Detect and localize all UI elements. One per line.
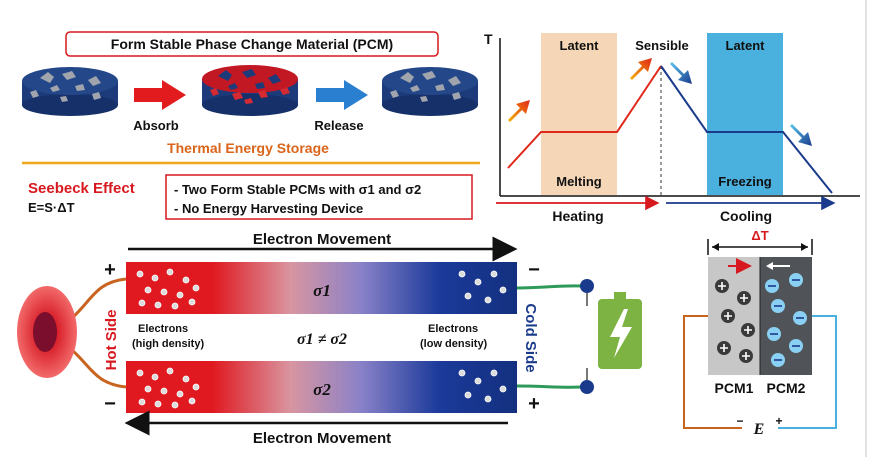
phase-label-melting: Melting xyxy=(556,174,602,189)
cooling-curve xyxy=(660,65,833,194)
electron-dots-cold-top xyxy=(458,270,507,304)
region-label-latent-1: Latent xyxy=(560,38,600,53)
hot-top-plus: + xyxy=(104,259,116,281)
pcm1-label: PCM1 xyxy=(715,380,754,396)
absorb-arrow xyxy=(134,80,186,110)
region-label-sensible: Sensible xyxy=(635,38,688,53)
release-label: Release xyxy=(314,118,363,133)
cooling-label: Cooling xyxy=(720,208,772,224)
sigma2-label: σ2 xyxy=(313,380,331,399)
cold-bottom-plus: + xyxy=(528,393,540,415)
pcm-title: Form Stable Phase Change Material (PCM) xyxy=(111,36,393,52)
phase-label-freezing: Freezing xyxy=(718,174,772,189)
seebeck-equation: E=S·ΔT xyxy=(28,200,75,215)
heating-arrow-icon xyxy=(508,100,530,122)
pcm-disk-charged xyxy=(202,65,298,116)
pcm-disk-released xyxy=(382,67,478,116)
voltage-plus: + xyxy=(775,414,782,428)
release-arrow xyxy=(316,80,368,110)
battery-wire-bottom xyxy=(516,384,583,389)
temperature-profile-chart: T Latent Sensible Latent Melting Freezin… xyxy=(484,31,860,224)
sigma1-label: σ1 xyxy=(313,281,331,300)
heating-label: Heating xyxy=(552,208,603,224)
latent-region-freezing xyxy=(707,33,783,195)
pcm-gap xyxy=(126,314,517,361)
pcm2-label: PCM2 xyxy=(767,380,806,396)
cold-side-label: Cold Side xyxy=(522,303,539,372)
pcm-bar-sigma2 xyxy=(126,361,517,413)
heat-source-core xyxy=(33,312,57,352)
electrons-high-label: Electrons xyxy=(138,323,188,335)
seebeck-device: Electron Movement σ1 σ2 σ1 ≠ σ2 Electron… xyxy=(17,231,642,447)
heating-arrow-icon-2 xyxy=(630,58,652,80)
electrons-low-label: Electrons xyxy=(428,323,478,335)
seebeck-panel: Seebeck Effect E=S·ΔT - Two Form Stable … xyxy=(28,174,473,220)
battery-terminal-top xyxy=(580,279,594,293)
battery-wire-top xyxy=(516,284,583,290)
pcm-bar-sigma1 xyxy=(126,262,517,314)
electron-dots-cold-bottom xyxy=(458,369,507,403)
absorb-label: Absorb xyxy=(133,118,179,133)
battery-icon xyxy=(598,292,642,369)
pcm-title-box xyxy=(65,31,439,57)
electron-dots-hot-top xyxy=(136,268,200,310)
cooling-arrow-icon-2 xyxy=(790,124,812,146)
battery-terminal-bottom xyxy=(580,380,594,394)
heating-curve xyxy=(507,65,662,169)
hot-side-label: Hot Side xyxy=(103,310,120,371)
seebeck-points-box xyxy=(165,174,473,220)
electron-movement-label-top: Electron Movement xyxy=(253,231,391,248)
hot-wire-bottom xyxy=(70,348,127,389)
pcm2-current-arrowhead xyxy=(766,262,773,270)
latent-region-melting xyxy=(541,33,617,195)
voltage-minus: − xyxy=(736,414,743,428)
sigma-relation: σ1 ≠ σ2 xyxy=(297,331,347,348)
seebeck-point-1: - Two Form Stable PCMs with σ1 and σ2 xyxy=(174,182,421,197)
electron-dots-hot-bottom xyxy=(136,367,200,409)
circuit-wire-right xyxy=(778,315,837,429)
pcm-junction: ΔT PCM1 xyxy=(683,228,837,438)
seebeck-point-2: - No Energy Harvesting Device xyxy=(174,201,363,216)
circuit-wire-left xyxy=(683,315,742,429)
cooling-arrow-icon xyxy=(670,62,692,84)
region-label-latent-2: Latent xyxy=(726,38,766,53)
electrons-high-density: (high density) xyxy=(132,338,204,350)
electrons-low-density: (low density) xyxy=(420,338,488,350)
delta-t-label: ΔT xyxy=(751,228,768,243)
electron-movement-label-bottom: Electron Movement xyxy=(253,430,391,447)
cold-top-minus: − xyxy=(528,259,540,281)
pcm1-charges xyxy=(715,279,755,363)
hot-wire-top xyxy=(70,277,127,320)
hot-bottom-minus: − xyxy=(104,393,116,415)
thermal-storage-label: Thermal Energy Storage xyxy=(167,140,329,156)
pcm2-charges xyxy=(765,273,807,367)
voltage-label: E xyxy=(753,421,765,438)
pcm-disk-initial xyxy=(22,67,118,116)
y-axis-label: T xyxy=(484,31,493,47)
seebeck-title: Seebeck Effect xyxy=(28,180,135,197)
pcm-panel: Form Stable Phase Change Material (PCM) … xyxy=(22,31,480,165)
